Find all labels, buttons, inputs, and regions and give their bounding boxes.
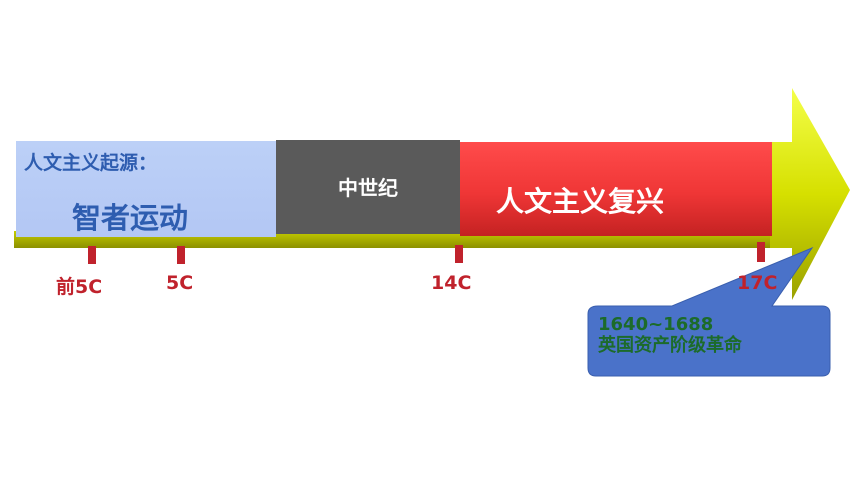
origin-subtitle: 智者运动 [72,201,189,235]
tick-label-pre5c: 前5C [56,276,103,298]
renaissance-period-block: 人文主义复兴 [460,142,772,236]
event-callout-text: 1640~1688 英国资产阶级革命 [598,314,742,356]
timeline-arrow-head [770,88,850,300]
tick-marker-14c [455,245,463,263]
tick-marker-17c [757,242,765,262]
tick-marker-pre5c [88,246,96,264]
event-callout-bubble [587,246,831,377]
tick-label-5c: 5C [166,272,194,294]
tick-label-14c: 14C [431,272,472,294]
medieval-period-block: 中世纪 [276,140,460,234]
medieval-label: 中世纪 [338,176,398,200]
origin-title: 人文主义起源： [24,152,158,174]
event-years: 1640~1688 [598,314,714,335]
renaissance-label: 人文主义复兴 [496,185,665,218]
tick-marker-5c [177,246,185,264]
origin-period-block: 人文主义起源： 智者运动 [16,141,276,237]
tick-label-17c: 17C [737,272,778,294]
event-name: 英国资产阶级革命 [598,335,742,356]
